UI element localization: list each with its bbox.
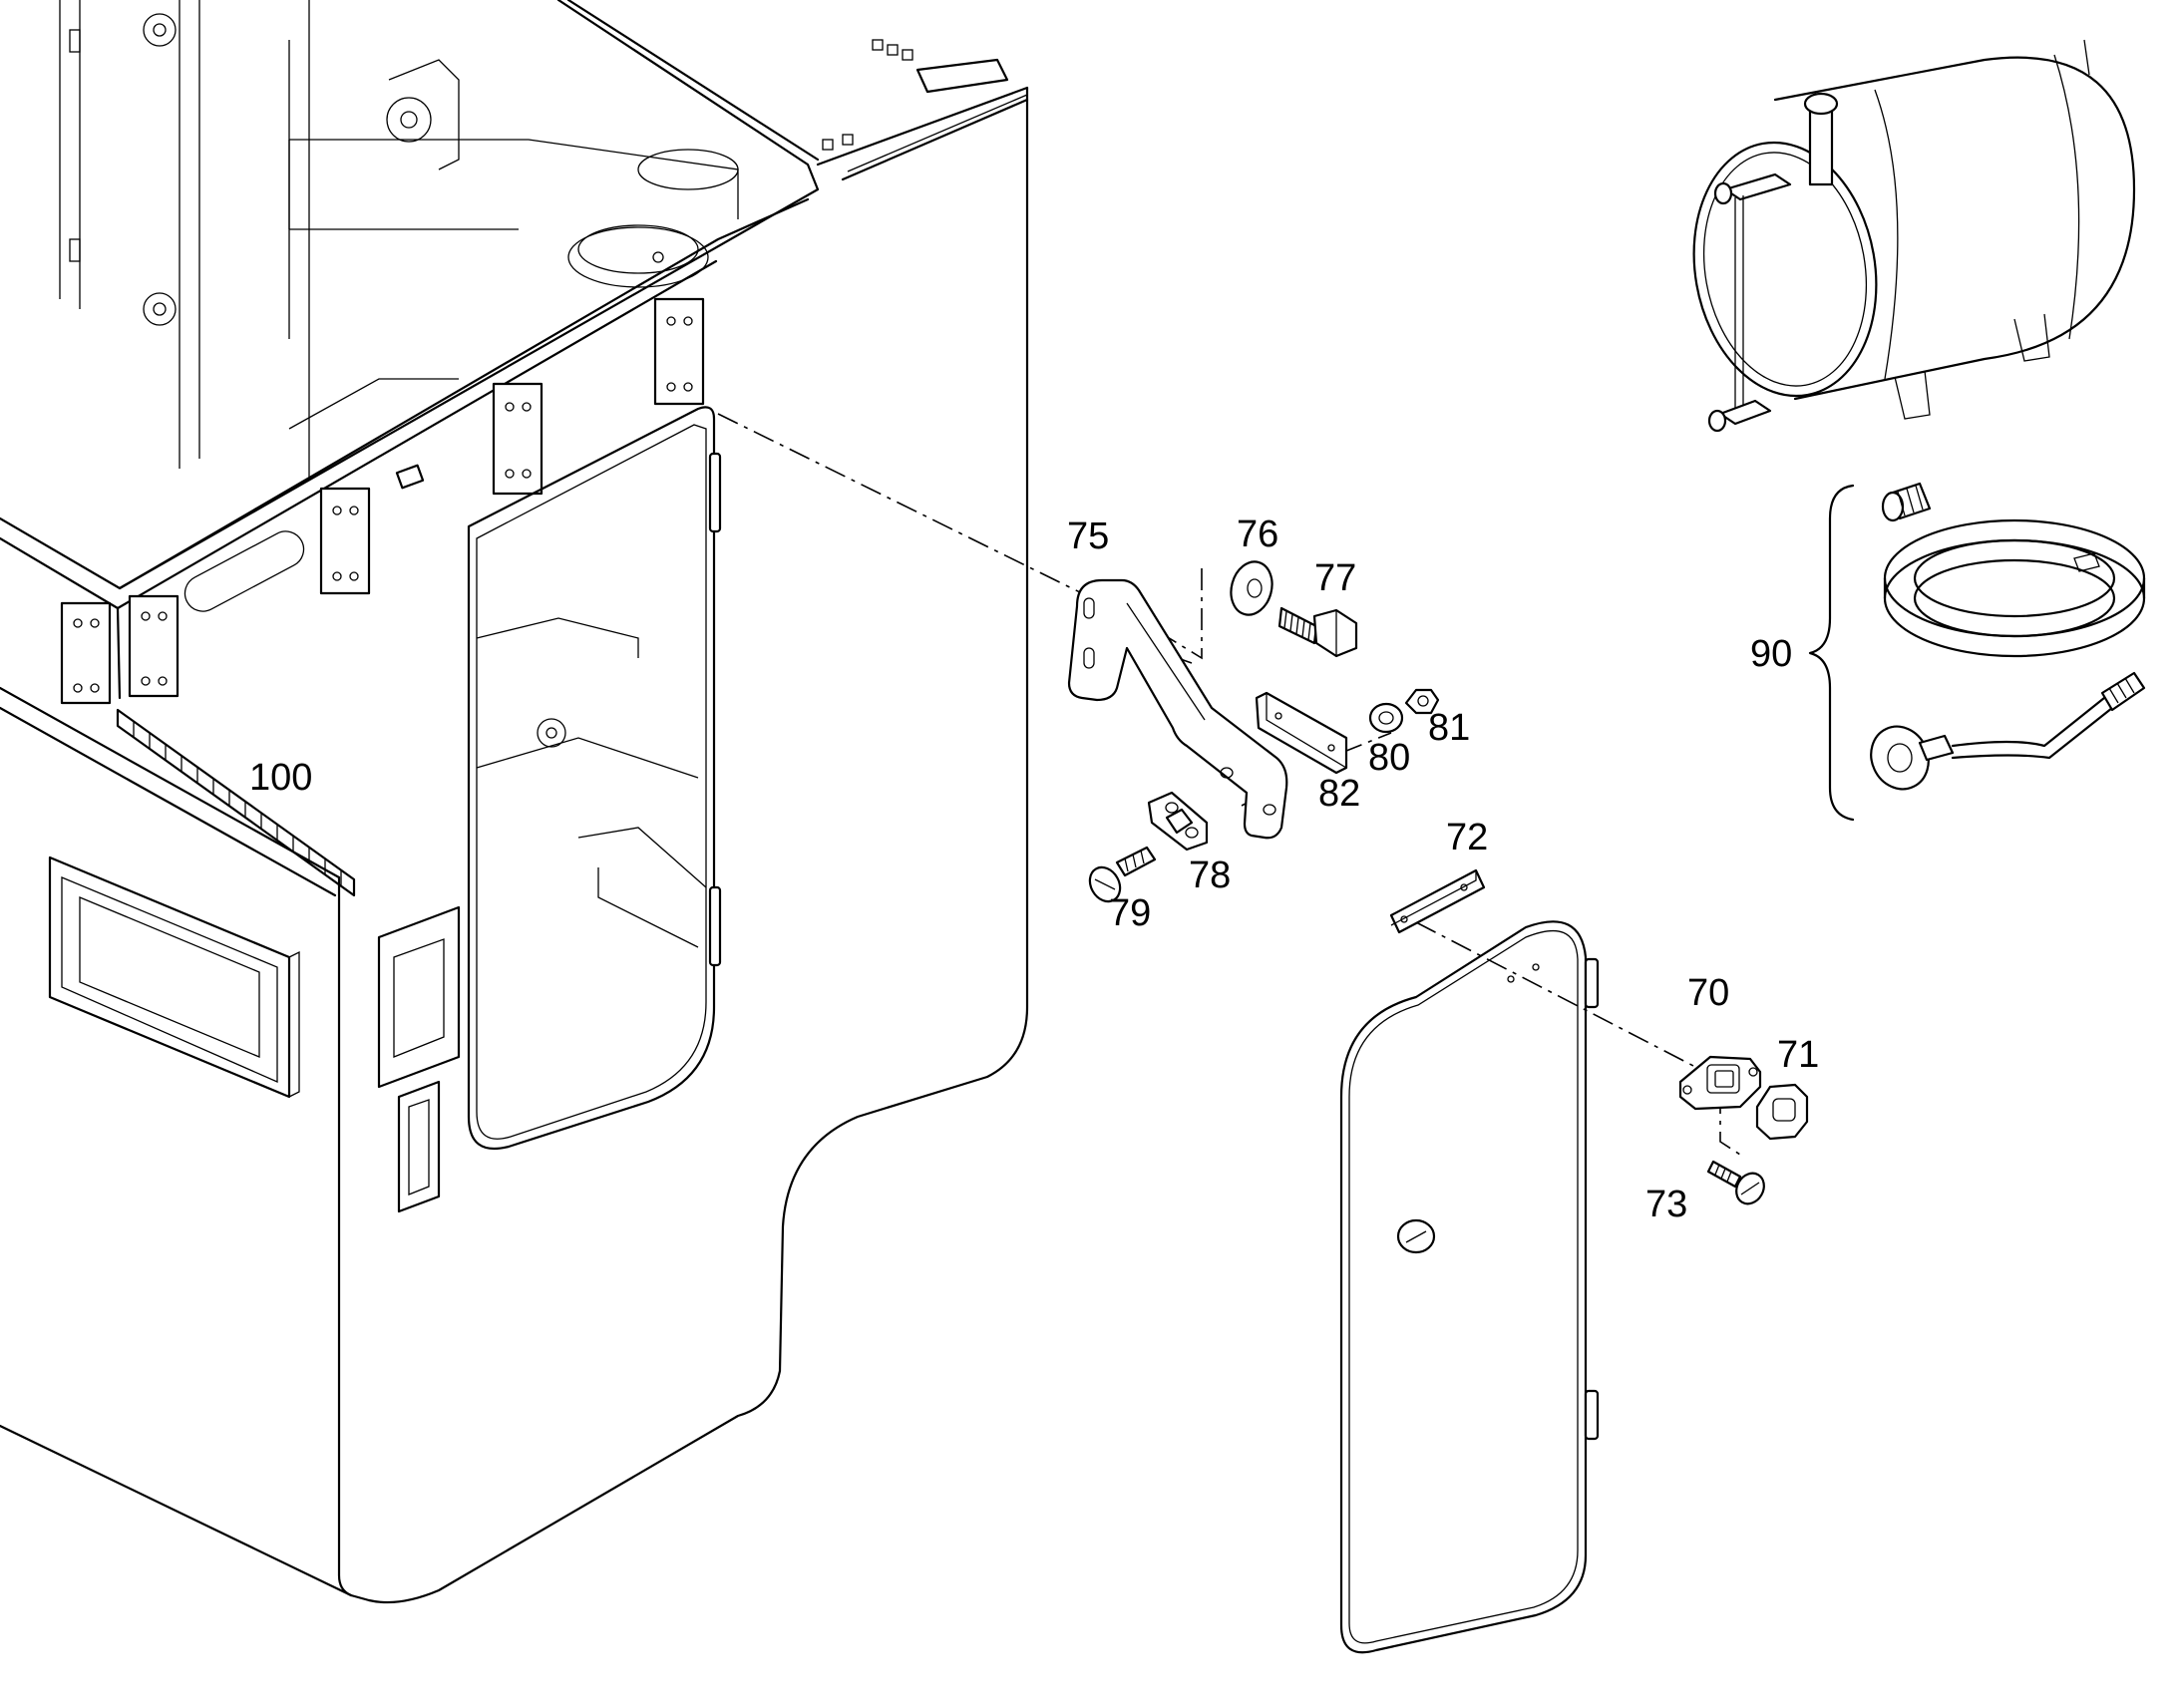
label-73: 73: [1645, 1184, 1687, 1225]
part-78-latch-plate: [1147, 791, 1209, 852]
explode-lines: [717, 413, 1741, 1156]
hinge-block-2: [128, 594, 180, 698]
label-80: 80: [1368, 737, 1410, 779]
side-handle-panel: [377, 905, 461, 1213]
part-73-screw: [1706, 1160, 1765, 1205]
part-80-washer: [1368, 702, 1404, 734]
door-opening: [395, 406, 722, 1151]
label-71: 71: [1777, 1034, 1819, 1076]
label-72: 72: [1446, 817, 1488, 858]
edge-trim-strip: [116, 708, 356, 897]
label-77: 77: [1314, 557, 1356, 599]
part-79-screw: [1088, 846, 1157, 903]
label-79: 79: [1109, 892, 1151, 934]
hinge-block-5: [653, 297, 705, 406]
label-70: 70: [1687, 972, 1729, 1014]
front-vent-panel: [48, 855, 300, 1099]
part-labels: 75 76 77 81 80 82 78 79 72 70 71 73 90 1…: [249, 513, 1819, 1225]
hinge-block-3: [319, 487, 371, 595]
air-tank: [1692, 39, 2136, 433]
part-70-catch-plate: [1678, 1055, 1762, 1111]
part-72-strip: [1389, 868, 1486, 934]
part-82-plate: [1255, 691, 1348, 775]
part-75-bracket: [1067, 578, 1288, 840]
label-82: 82: [1318, 773, 1360, 815]
part-81-nut: [1404, 688, 1440, 715]
hinge-block-4: [492, 382, 544, 496]
hinge-block-1: [60, 601, 112, 705]
label-78: 78: [1189, 854, 1231, 896]
part-76-washer: [1230, 560, 1273, 616]
label-90: 90: [1750, 633, 1792, 675]
cabinet-body: [0, 0, 1029, 1604]
label-75: 75: [1067, 515, 1109, 557]
part-90-hose-assembly: [1808, 482, 2146, 822]
part-77-bolt: [1277, 606, 1358, 658]
label-81: 81: [1428, 707, 1470, 749]
part-71-bush: [1755, 1083, 1809, 1141]
label-76: 76: [1237, 513, 1278, 555]
label-100: 100: [249, 757, 312, 799]
door-panel: [1339, 920, 1600, 1654]
